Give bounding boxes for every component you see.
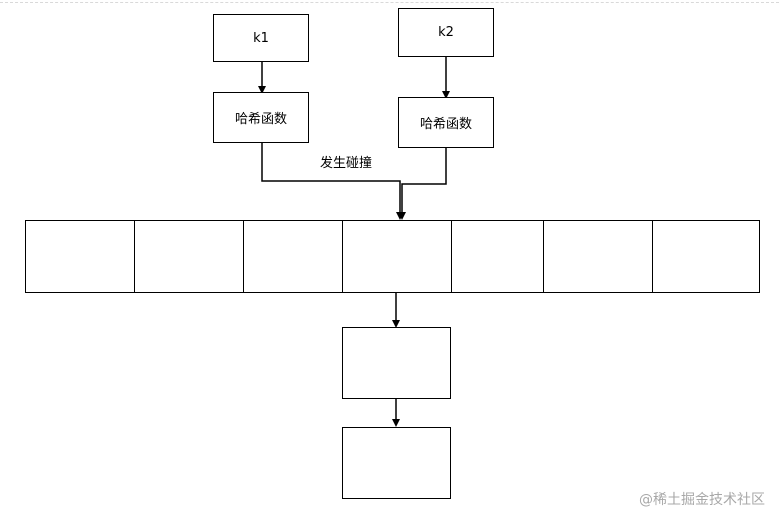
bucket-cell <box>134 220 244 293</box>
top-dashed-border <box>0 2 779 3</box>
bucket-cell <box>543 220 653 293</box>
bucket-cell-collision <box>342 220 452 293</box>
key-box-k1: k1 <box>213 14 309 62</box>
bucket-cell <box>451 220 544 293</box>
edge-hash2-to-bucket <box>398 148 447 220</box>
hash-function-box-2: 哈希函数 <box>398 97 494 148</box>
hash-function-label-2: 哈希函数 <box>419 117 472 132</box>
bucket-cell <box>652 220 760 293</box>
hash-function-box-1: 哈希函数 <box>213 92 309 143</box>
watermark-text: @稀土掘金技术社区 <box>639 492 765 508</box>
collision-label: 发生碰撞 <box>320 156 373 171</box>
bucket-cell <box>243 220 343 293</box>
hash-function-label-1: 哈希函数 <box>234 112 287 127</box>
key-label-k1: k1 <box>253 30 269 46</box>
chain-node-1 <box>342 327 451 399</box>
key-box-k2: k2 <box>398 8 494 57</box>
key-label-k2: k2 <box>438 25 454 40</box>
bucket-cell <box>25 220 135 293</box>
chain-node-2 <box>342 427 451 499</box>
edge-hash1-to-bucket <box>261 143 404 220</box>
